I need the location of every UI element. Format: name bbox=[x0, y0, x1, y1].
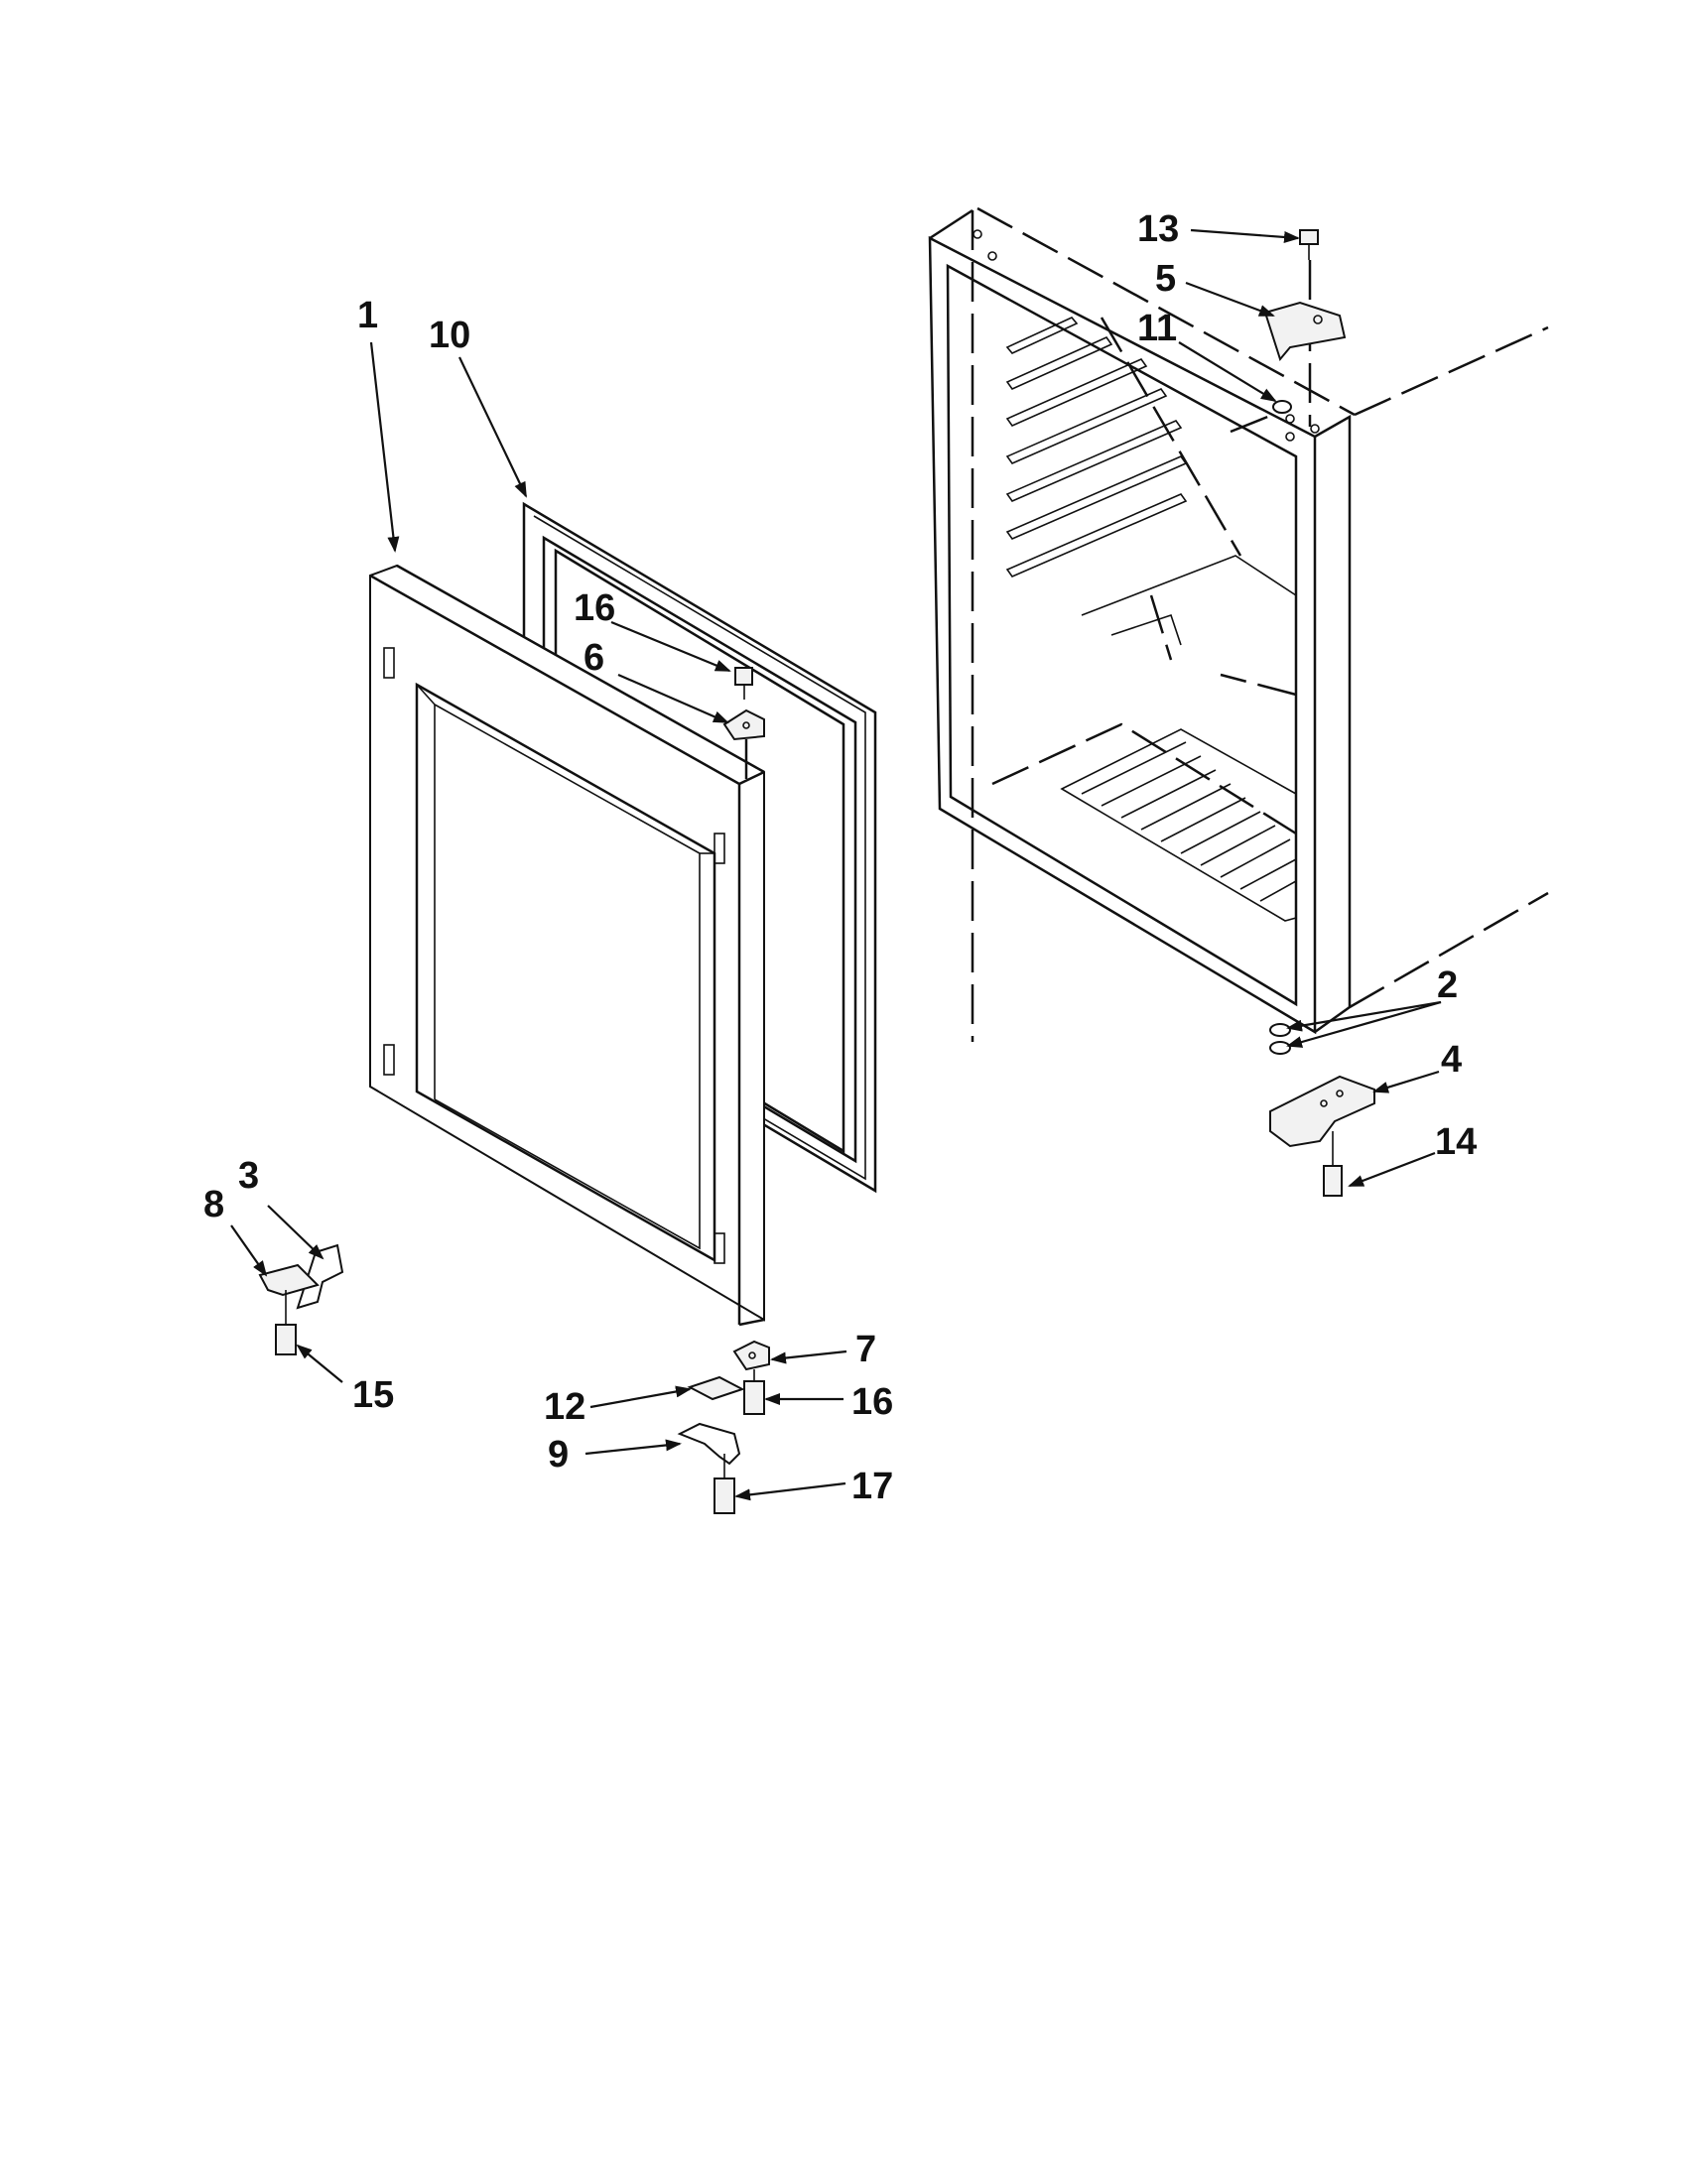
callout-4: 4 bbox=[1441, 1039, 1462, 1081]
hinge-plate-7 bbox=[732, 1340, 770, 1371]
washer-11 bbox=[1272, 400, 1292, 414]
callout-13: 13 bbox=[1137, 208, 1179, 250]
callout-15: 15 bbox=[352, 1374, 394, 1416]
leader-arrows bbox=[230, 228, 1442, 1501]
floor-grille bbox=[1060, 728, 1297, 922]
washers-2 bbox=[1269, 1023, 1291, 1055]
shim-12 bbox=[687, 1375, 745, 1401]
bottom-hinge-4 bbox=[1269, 1075, 1375, 1148]
cabinet-housing bbox=[928, 206, 1549, 1042]
callout-11: 11 bbox=[1137, 308, 1177, 349]
callout-5: 5 bbox=[1155, 258, 1176, 300]
hinge-plate-6 bbox=[722, 708, 765, 784]
callout-6: 6 bbox=[584, 637, 604, 679]
wall-vents bbox=[1005, 317, 1188, 578]
hinge-bracket-5 bbox=[1263, 301, 1347, 362]
callout-7: 7 bbox=[855, 1329, 876, 1370]
door-frame bbox=[369, 564, 765, 1327]
screw-14 bbox=[1323, 1131, 1343, 1197]
callout-12: 12 bbox=[544, 1386, 585, 1428]
callout-3: 3 bbox=[238, 1155, 259, 1197]
callout-16-top: 16 bbox=[574, 587, 615, 629]
screw-15 bbox=[275, 1290, 297, 1355]
bracket-3 bbox=[296, 1243, 344, 1310]
screw-16-top bbox=[734, 667, 753, 700]
callout-14: 14 bbox=[1435, 1121, 1477, 1163]
callout-17: 17 bbox=[851, 1466, 893, 1507]
bracket-8 bbox=[258, 1263, 320, 1297]
callout-1: 1 bbox=[357, 295, 378, 336]
callout-2: 2 bbox=[1437, 964, 1458, 1006]
callout-9: 9 bbox=[548, 1434, 569, 1476]
screw-16-bottom bbox=[743, 1369, 765, 1415]
screw-17 bbox=[714, 1454, 735, 1514]
callout-16-bottom: 16 bbox=[851, 1381, 893, 1423]
callout-8: 8 bbox=[203, 1184, 224, 1225]
callout-10: 10 bbox=[429, 315, 470, 356]
bracket-9 bbox=[677, 1422, 741, 1466]
